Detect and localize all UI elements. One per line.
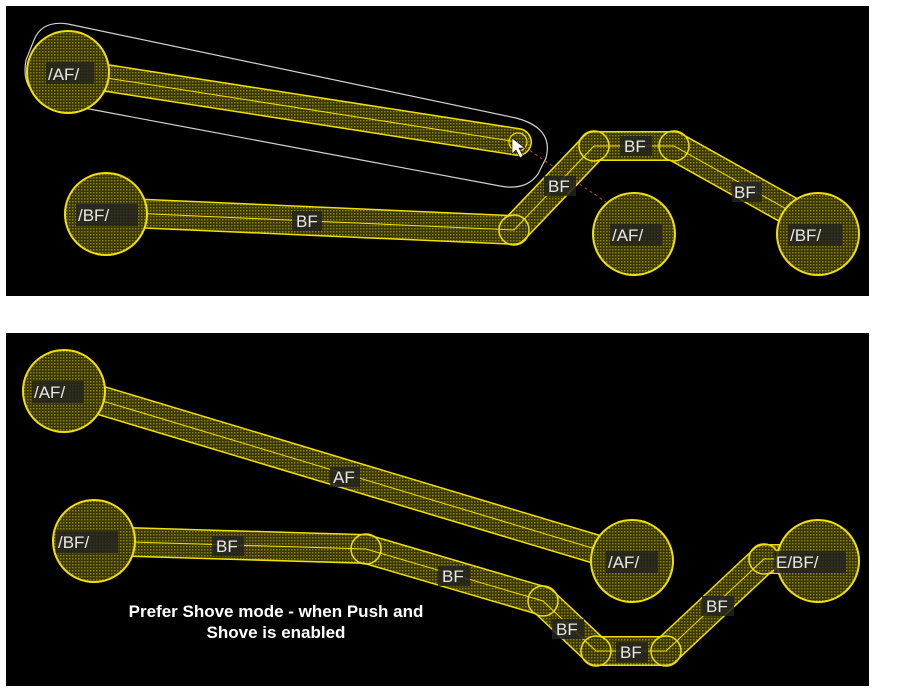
via[interactable] — [658, 130, 690, 162]
ratsnest-line — [519, 143, 607, 203]
trace-label: BF — [296, 212, 318, 231]
pad-label: /AF/ — [34, 383, 65, 402]
trace-label: BF — [216, 537, 238, 556]
pad-label: E/BF/ — [776, 553, 819, 572]
via[interactable] — [580, 635, 612, 667]
trace-label: BF — [556, 620, 578, 639]
pcb-canvas-before[interactable]: /AF/ /BF/ /AF/ /BF/ BF BF BF BF — [6, 6, 869, 296]
pad-label: /AF/ — [612, 226, 643, 245]
pad-label: /BF/ — [58, 533, 89, 552]
caption-line-2: Shove is enabled — [206, 623, 346, 642]
pcb-canvas-after[interactable]: /AF/ /BF/ /AF/ E/BF/ AF BF BF BF BF BF P… — [6, 333, 869, 686]
pcb-view-before: /AF/ /BF/ /AF/ /BF/ BF BF BF BF — [24, 22, 860, 276]
trace-label: BF — [734, 183, 756, 202]
pad-label: /BF/ — [790, 226, 821, 245]
trace-label: BF — [620, 643, 642, 662]
trace-label: BF — [706, 597, 728, 616]
via[interactable] — [350, 533, 382, 565]
cursor-icon — [511, 137, 526, 159]
trace-label: BF — [548, 177, 570, 196]
trace-af-selected[interactable] — [54, 58, 532, 156]
via[interactable] — [498, 214, 530, 246]
via[interactable] — [527, 585, 559, 617]
via[interactable] — [650, 635, 682, 667]
selection-outline — [24, 22, 548, 188]
trace-label: BF — [442, 567, 464, 586]
trace-bf-long[interactable] — [91, 131, 839, 245]
pad-label: /AF/ — [608, 553, 639, 572]
trace-bf[interactable] — [81, 526, 833, 666]
caption: Prefer Shove mode - when Push and Shove … — [76, 601, 476, 643]
trace-label: AF — [333, 468, 355, 487]
via[interactable] — [578, 130, 610, 162]
pad-label: /BF/ — [78, 206, 109, 225]
pcb-view-after: /AF/ /BF/ /AF/ E/BF/ AF BF BF BF BF BF — [22, 349, 860, 667]
trace-label: BF — [624, 137, 646, 156]
pad-label: /AF/ — [48, 65, 79, 84]
caption-line-1: Prefer Shove mode - when Push and — [128, 602, 424, 621]
